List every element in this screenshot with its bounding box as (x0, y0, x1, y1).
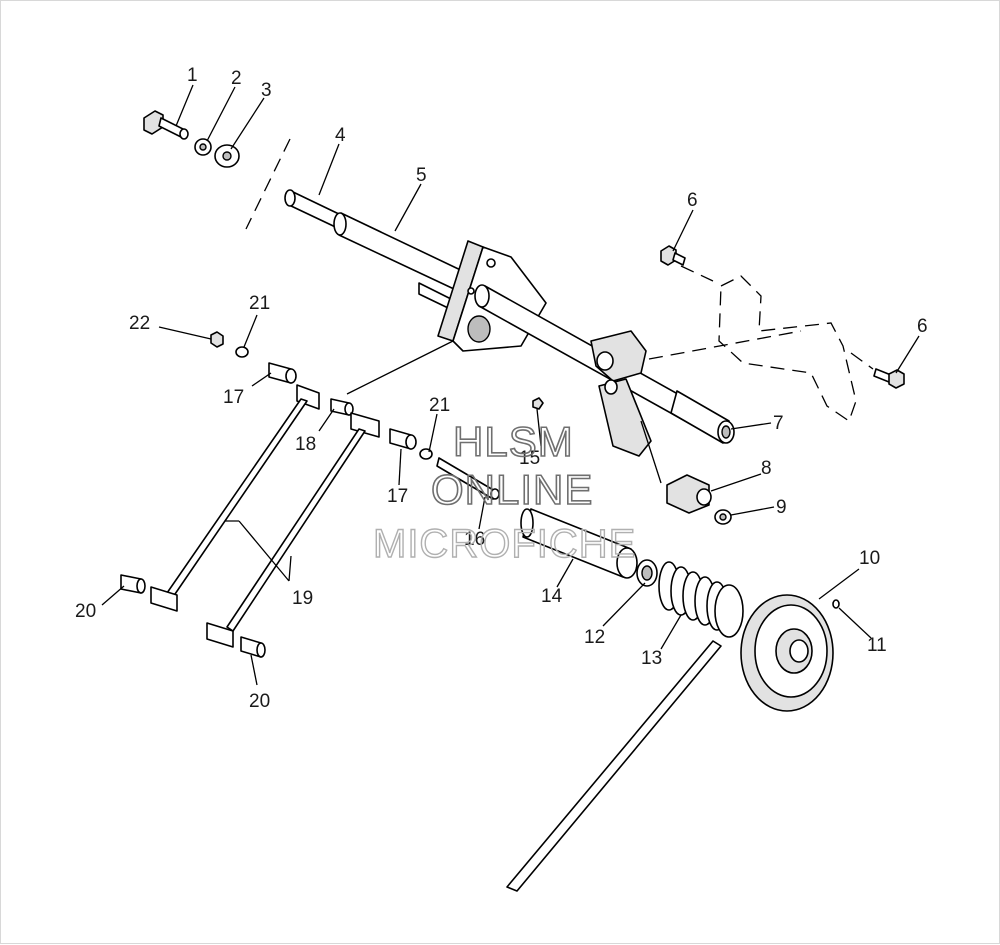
centerline-dash (245, 138, 291, 230)
callout-17-upper: 17 (223, 387, 244, 408)
part-20-bushing-left[interactable] (120, 574, 146, 594)
part-3-flat-washer[interactable] (214, 144, 240, 168)
callout-6-lower: 6 (917, 316, 928, 337)
callout-8: 8 (761, 458, 772, 479)
callout-3: 3 (261, 80, 272, 101)
callout-19: 19 (292, 588, 313, 609)
part-10-pulley[interactable] (740, 594, 834, 712)
part-18-bushing[interactable] (330, 398, 354, 416)
callout-7: 7 (773, 413, 784, 434)
phantom-centerline-2 (680, 265, 714, 282)
part-6-bolt-upper[interactable] (660, 245, 686, 266)
part-17-bushing-lower[interactable] (389, 428, 417, 450)
callout-2: 2 (231, 68, 242, 89)
part-11-pin[interactable] (832, 599, 840, 609)
part-19-link-left[interactable] (150, 384, 320, 612)
callout-16: 16 (464, 529, 485, 550)
part-19-link-right[interactable] (206, 412, 380, 648)
watermark-line-3: MICROFICHE (373, 522, 636, 566)
callout-5: 5 (416, 165, 427, 186)
callout-15: 15 (519, 448, 540, 469)
part-6-bolt-lower[interactable] (873, 368, 905, 389)
callout-18: 18 (295, 434, 316, 455)
part-12-washer[interactable] (636, 559, 658, 587)
part-22-nut[interactable] (210, 331, 224, 348)
leader-lines (101, 84, 920, 686)
part-9-washer[interactable] (714, 509, 732, 525)
part-2-washer[interactable] (194, 138, 212, 156)
callout-4: 4 (335, 125, 346, 146)
watermark-line-1: HLSM (453, 418, 574, 465)
callout-13: 13 (641, 648, 662, 669)
callout-1: 1 (187, 65, 198, 86)
part-21-washer-upper[interactable] (235, 346, 249, 358)
callout-22: 22 (129, 313, 150, 334)
part-21-washer-lower[interactable] (419, 448, 433, 460)
callout-10: 10 (859, 548, 880, 569)
callout-11: 11 (867, 635, 887, 656)
callout-21-upper: 21 (249, 293, 270, 314)
callout-20-left: 20 (75, 601, 96, 622)
callout-6-upper: 6 (687, 190, 698, 211)
part-20-bushing-right[interactable] (240, 636, 266, 658)
phantom-centerline-3 (850, 352, 874, 370)
part-4-5-shaft-assembly[interactable] (284, 189, 735, 457)
phantom-centerline (648, 330, 802, 360)
part-16-pin[interactable] (436, 457, 500, 500)
callout-17-lower: 17 (387, 486, 408, 507)
callout-9: 9 (776, 497, 787, 518)
callout-12: 12 (584, 627, 605, 648)
phantom-frame (718, 275, 857, 423)
part-15-grease-fitting[interactable] (532, 397, 544, 410)
part-13-torsion-spring[interactable] (506, 561, 744, 892)
callout-14: 14 (541, 586, 563, 607)
part-17-bushing-upper[interactable] (268, 362, 297, 384)
callout-20-right: 20 (249, 691, 270, 712)
part-1-bolt[interactable] (143, 110, 189, 140)
callout-21-lower: 21 (429, 395, 450, 416)
part-14-spacer-tube[interactable] (520, 508, 638, 579)
watermark-line-2: ONLINE (431, 466, 593, 513)
part-8-stop-block[interactable] (666, 474, 712, 514)
